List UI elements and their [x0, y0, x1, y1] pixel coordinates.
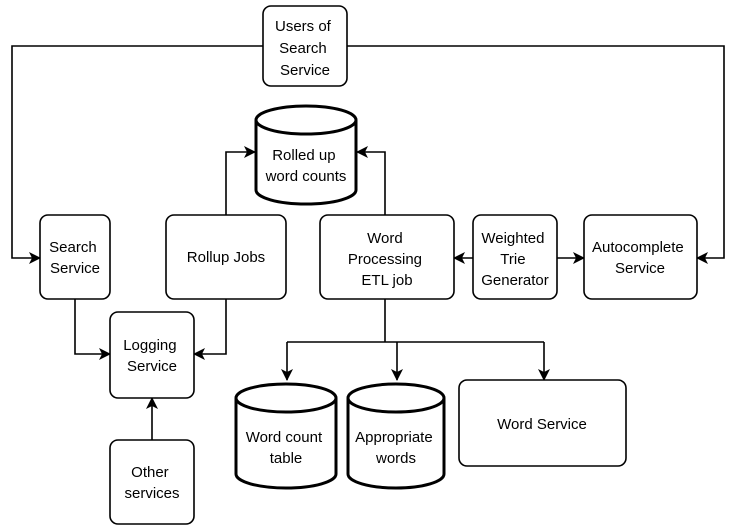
node-rolled-up-word-counts: Rolled up word counts: [254, 104, 358, 206]
edge-word-processing-to-rolled-up: [356, 146, 386, 215]
node-word-processing-etl-job: Word Processing ETL job: [319, 214, 455, 300]
node-search-service-label: Search Service: [49, 239, 101, 277]
edge-search-service-to-logging: [74, 299, 111, 360]
node-word-count-table: Word count table: [234, 382, 338, 490]
edge-users-to-search-service: [11, 45, 263, 264]
node-other-services: Other services: [109, 439, 195, 525]
node-trie-generator-label: Weighted Trie Generator: [481, 230, 549, 289]
node-appropriate-words: Appropriate words: [346, 382, 446, 490]
node-appropriate-words-label: Appropriate words: [355, 429, 437, 467]
edge-rollup-to-logging: [193, 299, 227, 360]
node-word-count-table-label: Word count table: [246, 429, 327, 467]
node-logging-label: Logging Service: [123, 337, 181, 375]
node-word-processing-label: Word Processing ETL job: [348, 230, 426, 289]
node-users-label: Users of Search Service: [275, 18, 335, 79]
node-search-service: Search Service: [39, 214, 111, 300]
edge-rollup-to-rolled-up: [225, 146, 256, 215]
edge-users-to-autocomplete: [347, 45, 725, 264]
node-word-service-label: Word Service: [497, 416, 587, 433]
node-autocomplete-label: Autocomplete Service: [592, 239, 688, 277]
edges: [11, 45, 725, 440]
node-rolled-up-label: Rolled up word counts: [265, 147, 347, 185]
node-rollup-jobs: Rollup Jobs: [165, 214, 287, 300]
node-rollup-jobs-label: Rollup Jobs: [187, 249, 265, 266]
edge-word-processing-bus: [287, 299, 544, 343]
node-autocomplete-service: Autocomplete Service: [583, 214, 698, 300]
node-users-of-search-service: Users of Search Service: [262, 5, 348, 87]
node-logging-service: Logging Service: [109, 311, 195, 399]
node-weighted-trie-generator: Weighted Trie Generator: [472, 214, 558, 300]
node-word-service: Word Service: [458, 379, 627, 467]
node-other-services-label: Other services: [124, 464, 179, 502]
